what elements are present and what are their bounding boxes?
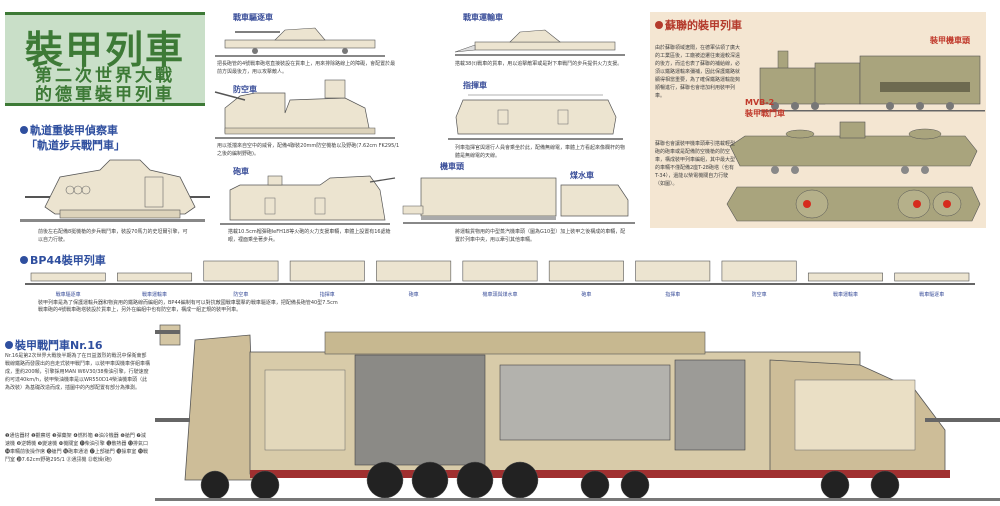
soviet-loco-label: 裝甲機車頭: [930, 36, 970, 45]
recon-subheading: 「軌道步兵戰鬥車」: [26, 139, 125, 152]
command-caption: 列車指揮官與運行人員會乘坐於此，配備無線電，車體上方看起來像欄杆的物體是無線電的…: [455, 145, 626, 159]
tank-transport-drawing: [454, 29, 625, 56]
page-subtitle-2: 的德軍裝甲列車: [35, 85, 175, 105]
anti-air-caption-note: (7.62cm FK295/1之後的編制野砲)。: [217, 143, 400, 157]
recon-car-drawing: [20, 159, 210, 222]
bp44-car: [289, 260, 365, 282]
bp44-strip-label: 防空車: [751, 292, 767, 298]
tank-transport-caption: 搭載38(t)戰車的貨車，用以追擊敵軍或是對下車戰鬥的步兵提供火力支援。: [455, 61, 623, 67]
locomotive-caption: 將運輸貨物用的中型蒸汽機車頭（圖為G10型）加上裝甲之後構成的車輛，配置於列車中…: [455, 229, 626, 243]
bp44-strip-label: 砲車: [408, 292, 419, 298]
recon-caption: 前後左右配備8挺機槍的步兵戰鬥車，裝設70馬力的史坦爾引擎，可以自力行駛。: [38, 229, 188, 243]
soviet-text-1: 由於蘇聯領域遼闊，在德軍佔領了廣大的工業區後，工廠被迫遷往東邊較深遠的後方，而這…: [655, 45, 741, 99]
bp44-car: [807, 272, 883, 282]
artillery-label: 砲車: [233, 167, 249, 176]
soviet-heading: 蘇聯的裝甲列車: [655, 17, 742, 33]
bp44-title: BP44裝甲列車: [30, 254, 106, 267]
nr16-text: Nr.16是第2次世界大戰後半期為了在日益激烈的戰況中保衛東部戰線鐵路而發展出的…: [5, 353, 151, 391]
bp44-strip-label: 戰車運輸車: [832, 292, 858, 298]
bp44-rail: [25, 283, 975, 285]
tank-destroyer-drawing: [215, 27, 385, 57]
page-subtitle-1: 第二次世界大戰: [35, 66, 175, 86]
tank-transport-label: 戰車運輸車: [463, 13, 503, 22]
tender-label: 煤水車: [570, 171, 594, 180]
anti-air-car-drawing: [214, 79, 395, 139]
bp44-car: [117, 272, 193, 282]
bp44-caption: 裝甲列車是為了保護運輸兵器和物資用的鐵路線而編組的，BP44編制有可以對抗敵國戰…: [38, 300, 338, 313]
page-title: 裝甲列車: [24, 28, 185, 72]
bp44-car: [30, 272, 106, 282]
soviet-text-2: 蘇聯也會讓裝甲機車頭牽引搭載輕型砲的砲車或是配備防空機槍的防空車，構成裝甲列車編…: [655, 141, 736, 187]
soviet-title: 蘇聯的裝甲列車: [665, 19, 742, 32]
nr16-title: 裝甲戰鬥車Nr.16: [15, 339, 103, 352]
bp44-car: [894, 272, 970, 282]
anti-air-label: 防空車: [233, 85, 257, 94]
bp44-car: [548, 260, 624, 282]
bp44-strip-label: 戰車驅逐車: [919, 292, 945, 298]
nr16-legend: ❶通信器材 ❷觀察塔 ❸彈藥架 ❹燃料箱 ❺油冷機器 ❻艙門 ❼減速機 ❽逆轉機…: [5, 433, 148, 463]
bp44-heading: BP44裝甲列車: [20, 252, 106, 268]
command-label: 指揮車: [463, 81, 487, 90]
bp44-strip-label: 戰車運輸車: [142, 292, 168, 298]
recon-title: 軌道重裝甲偵察車: [30, 124, 118, 137]
soviet-loco-drawing: [759, 50, 985, 112]
bp44-car: [635, 260, 711, 282]
title-block: 裝甲列車 第二次世界大戰 的德軍裝甲列車: [5, 12, 205, 106]
bp44-car: [203, 260, 279, 282]
red-star-icon: [803, 200, 951, 208]
artillery-caption: 搭載10.5cm榴彈砲leFH18等火砲的火力支援車輛，車體上設置有16處槍眼，…: [228, 229, 391, 243]
anti-air-caption-main: 用以抵擋來自空中的威脅，配備4聯裝20mm防空機槍以及野砲: [217, 143, 357, 149]
mvb2-label-2: 裝甲戰鬥車: [745, 109, 785, 118]
bp44-car: [376, 260, 452, 282]
bp44-strip-label: 指揮車: [665, 292, 681, 298]
tank-destroyer-label: 戰車驅逐車: [233, 13, 273, 22]
bp44-strip-label: 戰車驅逐車: [55, 292, 81, 298]
mvb2-side-drawing: [729, 121, 978, 174]
tank-destroyer-caption: 把長砲管的4號戰車砲塔直接裝設在貨車上，用來排除路線上的障礙，會配置於最前方與最…: [217, 61, 396, 75]
mvb2-top-drawing: [726, 186, 981, 222]
locomotive-drawing: [402, 177, 635, 224]
nr16-cutaway-drawing: [155, 320, 1000, 506]
artillery-car-drawing: [220, 175, 396, 225]
bp44-train-strip: [25, 260, 975, 285]
bp44-strip-label: 機車頭與煤水車: [482, 292, 518, 298]
bp44-strip-label: 防空車: [233, 292, 249, 298]
anti-air-caption: 用以抵擋來自空中的威脅，配備4聯裝20mm防空機槍以及野砲(7.62cm FK2…: [217, 142, 402, 158]
mvb2-label-1: MVB-2: [745, 98, 775, 107]
bp44-car: [462, 260, 538, 282]
nr16-heading: 裝甲戰鬥車Nr.16: [5, 337, 103, 353]
bp44-strip-label: 砲車: [581, 292, 592, 298]
locomotive-label: 機車頭: [440, 162, 464, 171]
soviet-panel: 蘇聯的裝甲列車 由於蘇聯領域遼闊，在德軍佔領了廣大的工業區後，工廠被迫遷往東邊較…: [650, 12, 986, 228]
bp44-strip-label: 指揮車: [319, 292, 335, 298]
recon-heading: 軌道重裝甲偵察車: [20, 124, 118, 137]
command-car-drawing: [448, 94, 623, 140]
bp44-car: [721, 260, 797, 282]
